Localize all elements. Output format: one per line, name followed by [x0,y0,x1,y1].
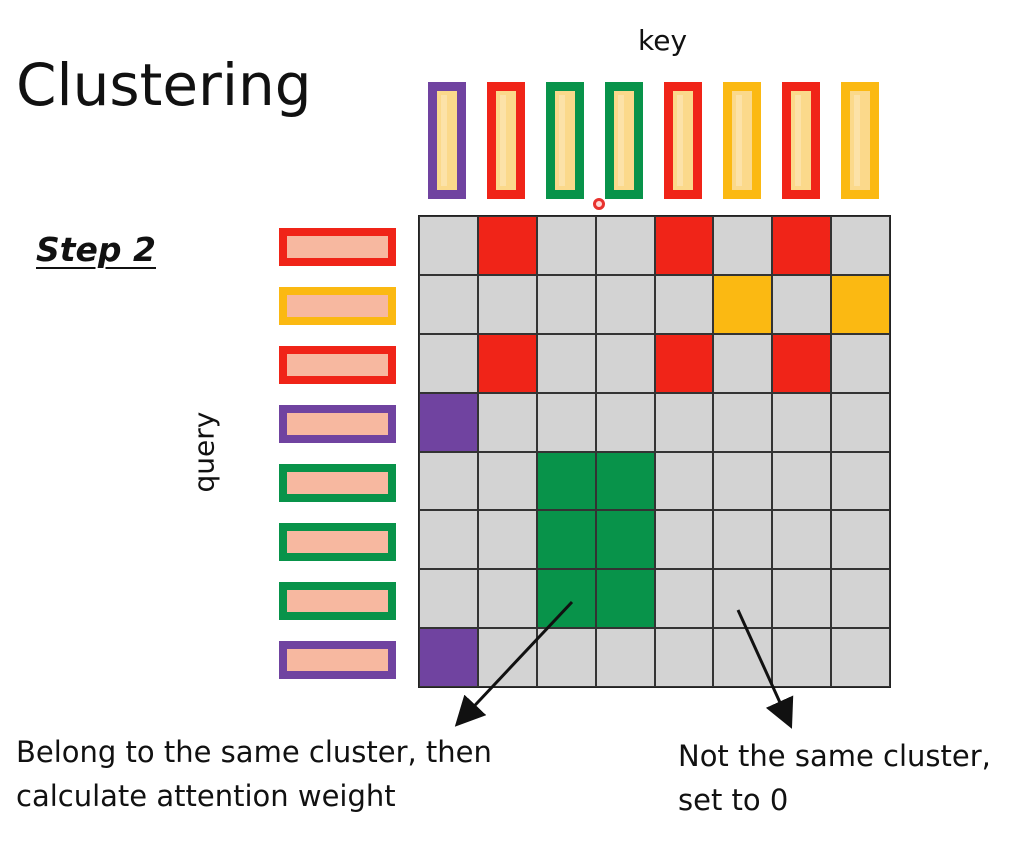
matrix-cell-r5-c7 [772,451,832,511]
caption-not-same-cluster: Not the same cluster, set to 0 [678,734,1023,822]
matrix-cell-r4-c7 [772,392,832,452]
matrix-cell-r5-c4 [595,451,655,511]
matrix-cell-r4-c2 [477,392,537,452]
matrix-cell-r6-c4 [595,510,655,570]
matrix-cell-r6-c2 [477,510,537,570]
key-token-2 [487,82,525,199]
matrix-cell-r5-c3 [536,451,596,511]
pointer-cursor-icon [593,198,605,210]
matrix-cell-r5-c8 [831,451,890,511]
matrix-cell-r5-c5 [654,451,714,511]
matrix-cell-r3-c5 [654,333,714,393]
matrix-cell-r1-c1 [419,216,478,275]
key-axis-label: key [638,24,688,57]
matrix-cell-r5-c1 [419,451,478,511]
matrix-cell-r4-c3 [536,392,596,452]
matrix-cell-r2-c7 [772,274,832,334]
key-token-7 [782,82,820,199]
matrix-cell-r1-c4 [595,216,655,275]
matrix-cell-r7-c8 [831,569,890,629]
key-token-1 [428,82,466,199]
matrix-cell-r2-c8 [831,274,890,334]
matrix-cell-r3-c1 [419,333,478,393]
matrix-cell-r7-c5 [654,569,714,629]
matrix-cell-r8-c4 [595,628,655,687]
matrix-cell-r8-c7 [772,628,832,687]
attention-matrix [418,215,891,688]
matrix-cell-r7-c1 [419,569,478,629]
caption-same-line-1: Belong to the same cluster, then [16,735,492,769]
matrix-cell-r6-c1 [419,510,478,570]
matrix-cell-r8-c1 [419,628,478,687]
matrix-cell-r3-c6 [713,333,773,393]
matrix-cell-r3-c8 [831,333,890,393]
matrix-cell-r2-c5 [654,274,714,334]
matrix-cell-r7-c2 [477,569,537,629]
matrix-cell-r7-c7 [772,569,832,629]
caption-diff-line-2: set to 0 [678,783,789,817]
matrix-cell-r3-c3 [536,333,596,393]
matrix-cell-r2-c2 [477,274,537,334]
matrix-cell-r6-c8 [831,510,890,570]
matrix-cell-r4-c8 [831,392,890,452]
matrix-cell-r2-c6 [713,274,773,334]
matrix-cell-r4-c1 [419,392,478,452]
matrix-cell-r4-c6 [713,392,773,452]
query-token-1 [279,228,396,266]
matrix-cell-r1-c7 [772,216,832,275]
caption-diff-line-1: Not the same cluster, [678,739,991,773]
matrix-cell-r8-c6 [713,628,773,687]
matrix-cell-r2-c3 [536,274,596,334]
matrix-cell-r7-c4 [595,569,655,629]
matrix-cell-r1-c3 [536,216,596,275]
slide-title: Clustering [16,51,312,119]
query-token-8 [279,641,396,679]
matrix-cell-r8-c3 [536,628,596,687]
query-token-5 [279,464,396,502]
query-token-2 [279,287,396,325]
matrix-cell-r6-c3 [536,510,596,570]
matrix-cell-r1-c6 [713,216,773,275]
matrix-cell-r6-c6 [713,510,773,570]
key-token-3 [546,82,584,199]
matrix-cell-r2-c1 [419,274,478,334]
matrix-cell-r8-c5 [654,628,714,687]
matrix-cell-r1-c8 [831,216,890,275]
query-token-7 [279,582,396,620]
matrix-cell-r1-c5 [654,216,714,275]
matrix-cell-r2-c4 [595,274,655,334]
matrix-cell-r4-c5 [654,392,714,452]
matrix-cell-r6-c5 [654,510,714,570]
query-axis-label: query [187,411,221,493]
matrix-cell-r3-c4 [595,333,655,393]
caption-same-cluster: Belong to the same cluster, then calcula… [16,730,576,818]
matrix-cell-r3-c2 [477,333,537,393]
query-token-6 [279,523,396,561]
caption-same-line-2: calculate attention weight [16,779,396,813]
matrix-cell-r4-c4 [595,392,655,452]
matrix-cell-r7-c3 [536,569,596,629]
query-token-4 [279,405,396,443]
step-label: Step 2 [36,230,156,269]
key-token-5 [664,82,702,199]
matrix-cell-r6-c7 [772,510,832,570]
matrix-cell-r8-c2 [477,628,537,687]
matrix-cell-r1-c2 [477,216,537,275]
matrix-cell-r7-c6 [713,569,773,629]
matrix-cell-r5-c2 [477,451,537,511]
query-token-3 [279,346,396,384]
key-token-6 [723,82,761,199]
matrix-cell-r8-c8 [831,628,890,687]
matrix-cell-r3-c7 [772,333,832,393]
key-token-8 [841,82,879,199]
matrix-cell-r5-c6 [713,451,773,511]
key-token-4 [605,82,643,199]
